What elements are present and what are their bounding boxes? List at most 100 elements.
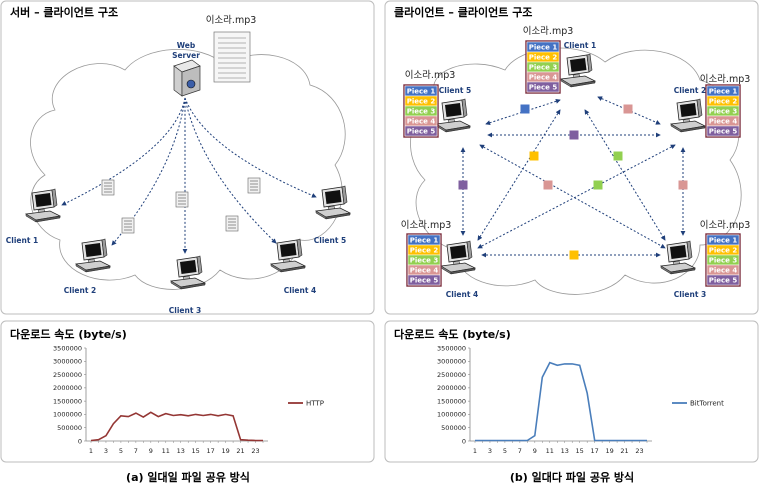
mp3-file-icon — [213, 31, 251, 83]
file-sheet — [213, 31, 251, 83]
left-link-client-1 — [61, 97, 186, 206]
bt-chart-xtick-label: 9 — [533, 447, 537, 455]
piece-label: Piece 5 — [410, 277, 439, 285]
bt-chart-xtick-label: 17 — [591, 447, 599, 455]
piece-label: Piece 4 — [709, 118, 738, 126]
piece-transfer-square — [569, 130, 579, 140]
http-chart-ytick-label: 0 — [78, 437, 82, 445]
right-client-label-3: Client 3 — [674, 290, 707, 299]
http-chart-ytick-label: 1000000 — [53, 411, 82, 419]
bt-chart-xtick-label: 7 — [518, 447, 522, 455]
left-link-client-4 — [184, 97, 277, 244]
http-chart-ytick-label: 2000000 — [53, 384, 82, 392]
left-client-label-1: Client 1 — [6, 236, 39, 245]
piece-label: Piece 2 — [709, 247, 738, 255]
piece-label: Piece 4 — [407, 118, 436, 126]
http-chart-xtick-label: 9 — [149, 447, 153, 455]
transfer-doc-icon — [101, 179, 115, 196]
right-caption: (b) 일대다 파일 공유 방식 — [510, 470, 634, 484]
left-chart-title: 다운로드 속도 (byte/s) — [10, 327, 127, 341]
bt-chart-ytick-label: 3500000 — [437, 344, 466, 352]
piece-label: Piece 3 — [529, 64, 558, 72]
server-globe — [186, 79, 196, 89]
piece-transfer-square — [529, 151, 539, 161]
bt-chart-ytick-label: 1500000 — [437, 397, 466, 405]
http-chart-xtick-label: 15 — [192, 447, 200, 455]
web-server-icon — [173, 59, 201, 97]
right-file-label: 이소라.mp3 — [700, 74, 751, 85]
bt-chart-xtick-label: 3 — [488, 447, 492, 455]
right-client-label-2: Client 2 — [674, 86, 707, 95]
piece-transfer-square — [520, 104, 530, 114]
http-chart-xtick-label: 7 — [134, 447, 138, 455]
transfer-doc-icon — [121, 217, 135, 234]
transfer-doc-icon — [247, 177, 261, 194]
left-diagram-panel — [0, 0, 375, 315]
piece-cell — [404, 125, 438, 137]
piece-label: Piece 3 — [410, 257, 439, 265]
bt-chart-legend-label: BitTorrent — [690, 400, 724, 408]
left-client-label-5: Client 5 — [314, 236, 347, 245]
server-label-line2: Server — [172, 51, 200, 60]
bt-chart-series-line — [475, 361, 647, 442]
bt-chart-ytick-label: 3000000 — [437, 358, 466, 366]
http-chart-ytick-label: 3000000 — [53, 358, 82, 366]
http-chart-xtick-label: 11 — [162, 447, 170, 455]
right-chart-panel — [384, 320, 759, 463]
piece-label: Piece 1 — [529, 44, 558, 52]
http-chart-xtick-label: 13 — [177, 447, 185, 455]
piece-transfer-square — [569, 250, 579, 260]
piece-stack-border — [403, 84, 439, 138]
left-client-label-3: Client 3 — [169, 306, 202, 315]
http-chart-xtick-label: 19 — [221, 447, 229, 455]
right-file-label: 이소라.mp3 — [401, 220, 452, 231]
bt-chart-xtick-label: 23 — [635, 447, 643, 455]
http-chart-xtick-label: 5 — [119, 447, 123, 455]
right-client-label-1: Client 1 — [564, 41, 597, 50]
left-client-label-4: Client 4 — [284, 286, 317, 295]
bt-chart-ytick-label: 1000000 — [437, 411, 466, 419]
transfer-doc-icon — [175, 191, 189, 208]
piece-label: Piece 1 — [709, 237, 738, 245]
bt-chart-xtick-label: 1 — [473, 447, 477, 455]
right-file-label: 이소라.mp3 — [700, 220, 751, 231]
piece-cell — [526, 81, 560, 93]
piece-stack-border — [705, 84, 741, 138]
piece-transfer-square — [678, 180, 688, 190]
piece-label: Piece 2 — [407, 98, 436, 106]
http-chart-ytick-label: 1500000 — [53, 397, 82, 405]
piece-label: Piece 2 — [529, 54, 558, 62]
left-network-cloud — [30, 49, 346, 290]
http-chart-ytick-label: 500000 — [57, 424, 82, 432]
bt-chart-xtick-label: 15 — [576, 447, 584, 455]
piece-stack-border — [406, 233, 442, 287]
bt-chart-xtick-label: 19 — [605, 447, 613, 455]
piece-transfer-square — [543, 180, 553, 190]
bt-chart-xtick-label: 5 — [503, 447, 507, 455]
left-caption: (a) 일대일 파일 공유 방식 — [126, 470, 250, 484]
piece-label: Piece 3 — [407, 108, 436, 116]
piece-stack-border — [525, 40, 561, 94]
http-chart-legend-label: HTTP — [306, 400, 324, 408]
p2p-link-2-4 — [477, 144, 676, 249]
left-diagram-title: 서버 – 클라이언트 구조 — [10, 5, 118, 19]
transfer-doc-icon — [225, 215, 239, 232]
bt-chart-ytick-label: 0 — [462, 437, 466, 445]
server-label-line1: Web — [177, 41, 196, 50]
http-chart-xtick-label: 21 — [236, 447, 244, 455]
piece-label: Piece 1 — [410, 237, 439, 245]
right-client-label-5: Client 5 — [439, 86, 472, 95]
piece-label: Piece 1 — [709, 88, 738, 96]
piece-transfer-square — [623, 104, 633, 114]
piece-transfer-square — [593, 180, 603, 190]
piece-label: Piece 5 — [407, 128, 436, 136]
http-chart-series-line — [90, 411, 263, 442]
right-file-label: 이소라.mp3 — [523, 26, 574, 37]
